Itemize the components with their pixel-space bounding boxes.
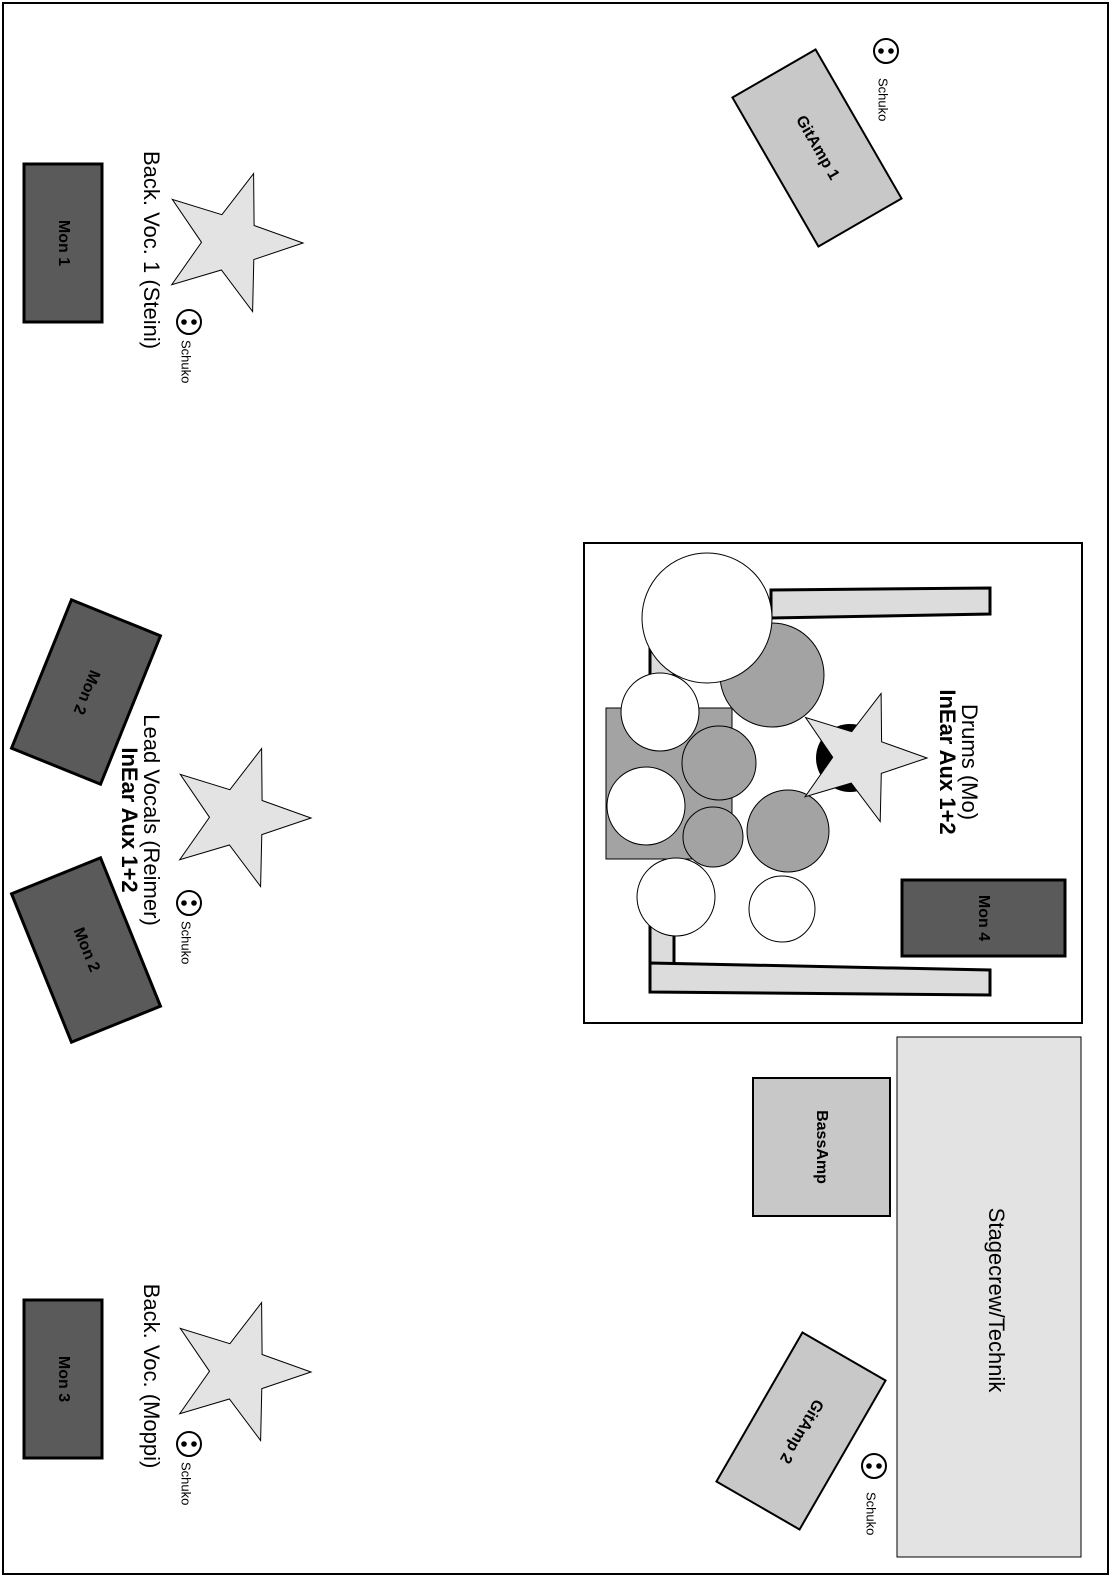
outlet-lead-vocals: Schuko <box>176 890 202 964</box>
drums-inear-label: InEar Aux 1+2 <box>935 689 960 834</box>
performer-lead-vocals: Lead Vocals (Reimer) InEar Aux 1+2 <box>117 714 313 926</box>
outlet-label: Schuko <box>876 78 891 121</box>
monitor-mon4-label: Mon 4 <box>975 895 992 941</box>
stagecrew-label: Stagecrew/Technik <box>984 1208 1009 1394</box>
cymbal-crash <box>636 857 716 937</box>
outlet-icon <box>176 309 202 335</box>
drum-snare <box>746 789 830 873</box>
cymbal-hihat <box>748 875 816 943</box>
gitamp-1: GitAmp 1 <box>731 48 903 248</box>
outlet-icon <box>873 38 899 64</box>
star-icon <box>178 747 313 888</box>
outlet-icon <box>861 1453 887 1479</box>
outlet-back-voc-2: Schuko <box>176 1431 202 1505</box>
monitor-mon2-left: Mon 2 <box>9 597 163 787</box>
drums-label: Drums (Mo) <box>957 704 982 820</box>
outlet-label: Schuko <box>864 1492 879 1535</box>
monitor-mon1: Mon 1 <box>22 162 104 324</box>
monitor-mon3-label: Mon 3 <box>55 1356 72 1402</box>
star-icon <box>178 1301 313 1442</box>
back-voc-2-label: Back. Voc. (Moppi) <box>139 1284 164 1469</box>
drum-rack-bar-bottom <box>648 961 992 997</box>
cymbal-small-2 <box>606 766 686 846</box>
drum-rack-bar-top <box>769 586 992 620</box>
gitamp-2: GitAmp 2 <box>715 1331 887 1531</box>
lead-vocals-label: Lead Vocals (Reimer) <box>139 714 164 926</box>
outlet-icon <box>176 890 202 916</box>
stagecrew-area: Stagecrew/Technik <box>896 1036 1082 1558</box>
monitor-mon4: Mon 4 <box>900 878 1067 958</box>
outlet-label: Schuko <box>179 1462 194 1505</box>
monitor-mon1-label: Mon 1 <box>55 220 72 266</box>
drum-riser: Drums (Mo) InEar Aux 1+2 Mon 4 <box>583 542 1083 1024</box>
drum-tom-1 <box>681 725 757 801</box>
outlet-label: Schuko <box>179 340 194 383</box>
bassamp: BassAmp <box>752 1077 891 1217</box>
bassamp-label: BassAmp <box>813 1110 830 1184</box>
outlet-back-voc-1: Schuko <box>176 309 202 383</box>
star-icon <box>170 172 305 313</box>
outlet-label: Schuko <box>179 921 194 964</box>
back-voc-1-label: Back. Voc. 1 (Steini) <box>139 151 164 349</box>
monitor-mon2-right: Mon 2 <box>9 855 163 1045</box>
cymbal-ride <box>641 552 773 684</box>
lead-vocals-inear-label: InEar Aux 1+2 <box>117 747 142 892</box>
monitor-mon3: Mon 3 <box>22 1298 104 1460</box>
drum-tom-2 <box>682 806 744 868</box>
outlet-icon <box>176 1431 202 1457</box>
outlet-gitamp-2: Schuko <box>861 1453 887 1535</box>
performer-back-voc-1: Back. Voc. 1 (Steini) <box>139 151 305 349</box>
cymbal-small-1 <box>620 672 700 752</box>
star-icon <box>803 692 929 824</box>
outlet-gitamp-1: Schuko <box>873 38 899 121</box>
performer-back-voc-2: Back. Voc. (Moppi) <box>139 1284 313 1469</box>
